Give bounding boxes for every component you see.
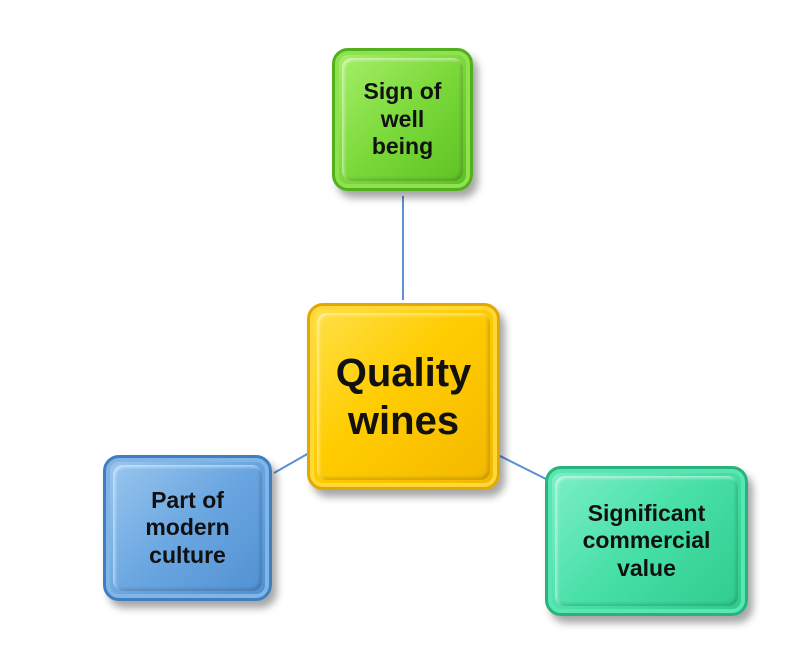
node-sign-of-well-being: Sign of well being bbox=[332, 48, 473, 191]
node-label: Sign of well being bbox=[363, 78, 442, 160]
node-part-of-modern-culture: Part of modern culture bbox=[103, 455, 272, 601]
node-label: Part of modern culture bbox=[145, 486, 230, 568]
node-quality-wines: Quality wines bbox=[307, 303, 500, 490]
connector-left bbox=[273, 452, 310, 474]
node-significant-commercial-value: Significant commercial value bbox=[545, 466, 748, 616]
center-label: Quality wines bbox=[335, 350, 472, 443]
connector-right bbox=[497, 454, 549, 481]
node-label: Significant commercial value bbox=[582, 499, 711, 581]
